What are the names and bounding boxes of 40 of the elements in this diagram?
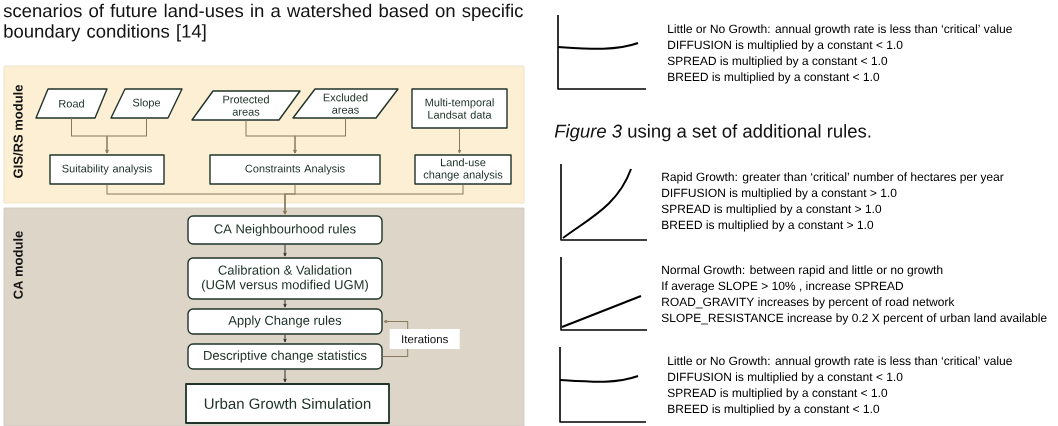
arrow	[105, 117, 147, 154]
arrow	[293, 117, 346, 154]
data-parallelogram: Road	[35, 88, 108, 119]
data-parallelogram: Protected areas	[191, 90, 301, 121]
rule-text: SPREAD is multiplied by a constant > 1.0	[661, 204, 882, 216]
arrow	[283, 334, 287, 343]
arrow	[283, 184, 464, 215]
rule-text: SPREAD is multiplied by a constant < 1.0	[667, 388, 888, 400]
rule-text: If average SLOPE > 10% , increase SPREAD	[662, 281, 904, 293]
rule-text: Normal Growth: between rapid and little or no growth	[662, 265, 943, 277]
process-box: Land-use change analysis	[414, 154, 512, 185]
process-box: Apply Change rules	[187, 308, 383, 335]
process-box: Suitability analysis	[49, 154, 165, 185]
rule-text: Little or No Growth: annual growth rate is less than ‘critical’ value	[668, 356, 1012, 368]
arrow	[283, 299, 287, 308]
process-box: Urban Growth Simulation	[185, 383, 390, 424]
arrow	[283, 244, 287, 257]
rule-text: BREED is multiplied by a constant < 1.0	[668, 72, 880, 84]
rule-text: DIFFUSION is multiplied by a constant > 1.0	[662, 188, 897, 200]
rule-text: DIFFUSION is multiplied by a constant < 1.0	[668, 372, 903, 384]
data-parallelogram: Slope	[110, 88, 183, 119]
arrow	[283, 369, 287, 383]
rule-text: BREED is multiplied by a constant > 1.0	[662, 220, 874, 232]
rule-text: SLOPE_RESISTANCE increase by 0.2 X percent of urban land available	[661, 313, 1047, 325]
rule-text: Little or No Growth: annual growth rate is less than ‘critical’ value	[668, 24, 1012, 36]
process-box: Constraints Analysis	[209, 154, 381, 185]
rule-text: DIFFUSION is multiplied by a constant < 1.0	[668, 40, 903, 52]
data-parallelogram: Excluded areas	[292, 88, 399, 119]
rule-text: SPREAD is multiplied by a constant < 1.0	[667, 56, 888, 68]
rule-text: Rapid Growth: greater than ‘critical’ number of hectares per year	[662, 172, 1004, 184]
process-box: Multi-temporal Landsat data	[411, 88, 508, 129]
body-text: Figure 3 using a set of additional rules.	[554, 124, 871, 142]
process-box: Descriptive change statistics	[187, 343, 383, 370]
process-box: CA Neighbourhood rules	[187, 215, 383, 245]
edge-label: Iterations	[389, 329, 460, 349]
arrow	[457, 128, 462, 154]
rule-text: BREED is multiplied by a constant < 1.0	[668, 404, 880, 416]
process-box: Calibration & Validation (UGM versus modified UGM)	[187, 257, 383, 300]
body-text: scenarios of future land-uses in a watershed based on specific boundary conditions [14]	[3, 3, 523, 42]
rule-text: ROAD_GRAVITY increases by percent of road network	[662, 297, 955, 309]
